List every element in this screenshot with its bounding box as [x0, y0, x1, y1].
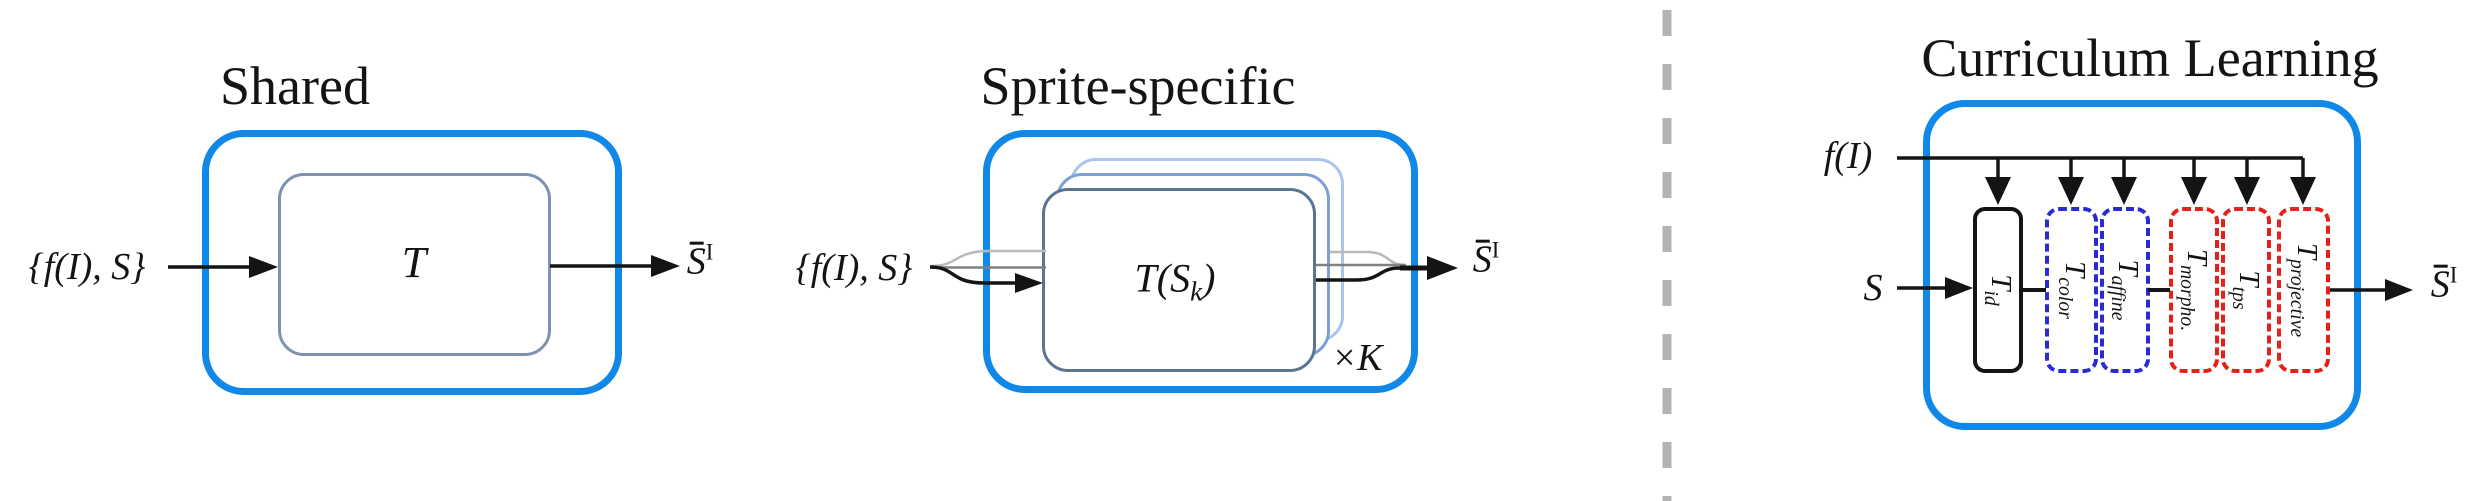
- curriculum-output-label: SI: [2430, 262, 2458, 306]
- sprite-transform-label: T(Sk): [1135, 258, 1216, 305]
- sprite-input-arrowhead: [1015, 273, 1043, 293]
- shared-output-sup: I: [705, 239, 714, 265]
- sprite-output-base: S: [1472, 238, 1492, 281]
- shared-transform-label: T: [401, 238, 427, 287]
- drop-arrowhead-5: [2234, 177, 2260, 205]
- drop-arrowhead-6: [2290, 177, 2316, 205]
- sprite-transform-base: T(S: [1134, 255, 1191, 301]
- module-T-id: Tid: [1973, 207, 2023, 373]
- drop-arrowhead-4: [2181, 177, 2207, 205]
- sprite-output-curve: [1316, 266, 1401, 282]
- shared-transform-box: [278, 173, 551, 356]
- module-T-projective: Tprojective: [2277, 207, 2330, 373]
- module-T-color: Tcolor: [2045, 207, 2098, 373]
- drop-arrowhead-1: [1985, 177, 2011, 205]
- sprite-input-arrow-line: [929, 265, 1016, 285]
- sprite-input-strand-light: [931, 249, 1046, 268]
- drop-arrowhead-3: [2111, 177, 2137, 205]
- sprite-output-sup: I: [1491, 237, 1500, 263]
- curriculum-output-sup: I: [2449, 262, 2458, 288]
- module-T-affine: Taffine: [2100, 207, 2150, 373]
- curriculum-sprite-input-label: S: [1863, 267, 1883, 309]
- module-T-morpho: Tmorpho.: [2169, 207, 2219, 373]
- sprite-output-arrowhead: [1427, 256, 1458, 280]
- curriculum-output-arrowhead: [2385, 279, 2413, 301]
- sprite-transform-close: ): [1202, 255, 1216, 301]
- drop-arrowhead-2: [2058, 177, 2084, 205]
- sprite-stack-box-front: [1042, 188, 1316, 372]
- shared-output-base: S: [686, 240, 706, 283]
- curriculum-feature-input-label: f(I): [1823, 135, 1873, 177]
- sprite-count-label: ×K: [1331, 337, 1383, 379]
- shared-panel-title: Shared: [220, 56, 370, 116]
- shared-input-arrowhead: [249, 256, 278, 278]
- curriculum-feature-drop-arrows: [1985, 158, 2316, 205]
- sprite-transform-sub: k: [1190, 276, 1203, 307]
- curriculum-panel-title: Curriculum Learning: [1921, 28, 2379, 88]
- shared-output-label: SI: [686, 239, 714, 283]
- sprite-panel-title: Sprite-specific: [980, 56, 1296, 116]
- curriculum-output-base: S: [2430, 263, 2450, 306]
- sprite-output-label: SI: [1472, 237, 1500, 281]
- sprite-input-label: {f(I), S}: [795, 247, 913, 289]
- shared-input-label: {f(I), S}: [28, 246, 146, 288]
- module-T-tps: Ttps: [2221, 207, 2271, 373]
- curriculum-sprite-input-arrowhead: [1945, 277, 1973, 299]
- sprite-output-strand-light: [1330, 250, 1407, 267]
- shared-output-arrowhead: [651, 255, 680, 277]
